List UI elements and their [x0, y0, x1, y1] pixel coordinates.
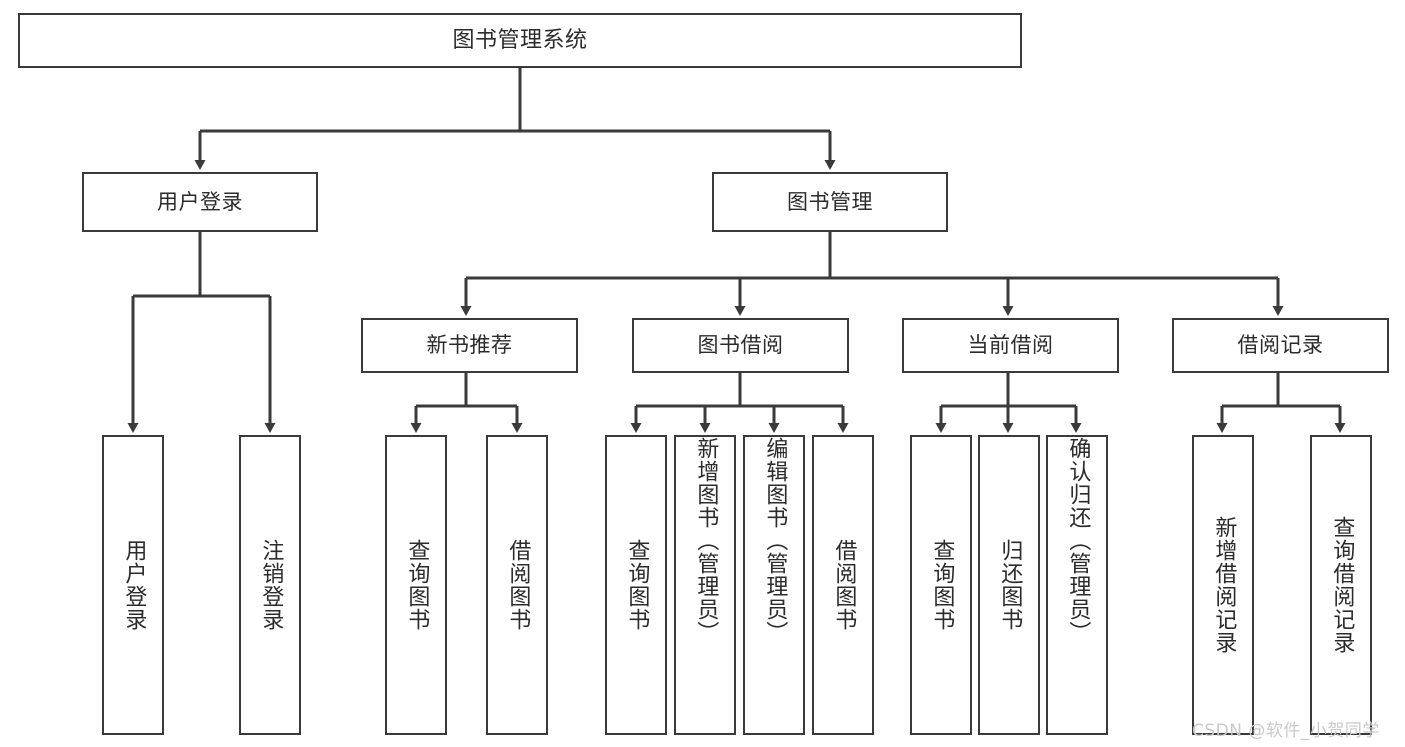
node-leaf-edit-book-label: 编辑图书（管理员） — [762, 437, 788, 644]
node-leaf-return-book-label: 归还图书 — [997, 539, 1023, 631]
node-leaf-user-login[interactable]: 用户登录 — [102, 435, 164, 735]
node-leaf-query-book-2-label: 查询图书 — [624, 539, 650, 631]
node-leaf-borrow-book-1-label: 借阅图书 — [505, 539, 531, 631]
node-new-book-rec[interactable]: 新书推荐 — [361, 318, 578, 373]
node-borrow-record[interactable]: 借阅记录 — [1172, 318, 1389, 373]
watermark: CSDN @软件_小贺同学 — [1192, 721, 1380, 741]
node-leaf-confirm-return-label: 确认归还（管理员） — [1065, 437, 1091, 644]
node-leaf-query-record[interactable]: 查询借阅记录 — [1310, 435, 1372, 735]
node-leaf-query-book-3[interactable]: 查询图书 — [910, 435, 972, 735]
node-current-borrow[interactable]: 当前借阅 — [902, 318, 1119, 373]
node-leaf-query-book-1[interactable]: 查询图书 — [385, 435, 447, 735]
node-leaf-return-book[interactable]: 归还图书 — [978, 435, 1040, 735]
node-leaf-logout-label: 注销登录 — [258, 539, 284, 631]
node-root-label: 图书管理系统 — [452, 27, 588, 53]
node-book-manage[interactable]: 图书管理 — [712, 172, 948, 232]
node-leaf-add-book-label: 新增图书（管理员） — [693, 437, 719, 644]
node-leaf-user-login-label: 用户登录 — [121, 539, 147, 631]
node-leaf-borrow-book-2-label: 借阅图书 — [831, 539, 857, 631]
node-borrow-record-label: 借阅记录 — [1237, 333, 1324, 358]
node-leaf-add-record[interactable]: 新增借阅记录 — [1192, 435, 1254, 735]
node-book-borrow[interactable]: 图书借阅 — [632, 318, 849, 373]
node-leaf-query-book-3-label: 查询图书 — [929, 539, 955, 631]
node-leaf-borrow-book-1[interactable]: 借阅图书 — [486, 435, 548, 735]
node-leaf-query-book-2[interactable]: 查询图书 — [605, 435, 667, 735]
node-new-book-rec-label: 新书推荐 — [426, 333, 513, 358]
node-current-borrow-label: 当前借阅 — [967, 333, 1054, 358]
node-root[interactable]: 图书管理系统 — [18, 13, 1022, 68]
node-user-login-label: 用户登录 — [157, 189, 243, 214]
node-leaf-logout[interactable]: 注销登录 — [239, 435, 301, 735]
node-leaf-confirm-return[interactable]: 确认归还（管理员） — [1046, 435, 1108, 735]
node-user-login[interactable]: 用户登录 — [82, 172, 318, 232]
node-leaf-edit-book[interactable]: 编辑图书（管理员） — [743, 435, 805, 735]
node-leaf-borrow-book-2[interactable]: 借阅图书 — [812, 435, 874, 735]
node-leaf-add-book[interactable]: 新增图书（管理员） — [674, 435, 736, 735]
node-leaf-query-book-1-label: 查询图书 — [404, 539, 430, 631]
node-book-manage-label: 图书管理 — [787, 189, 873, 214]
node-book-borrow-label: 图书借阅 — [697, 333, 784, 358]
node-leaf-add-record-label: 新增借阅记录 — [1211, 516, 1237, 654]
node-leaf-query-record-label: 查询借阅记录 — [1329, 516, 1355, 654]
